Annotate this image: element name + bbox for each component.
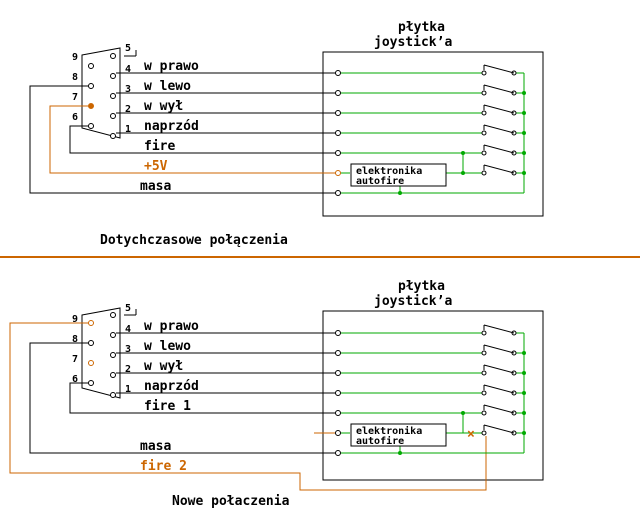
top-pin-7: 7 — [72, 92, 78, 103]
top-pin-5: 5 — [125, 43, 131, 54]
top-pin-4: 4 — [125, 64, 131, 75]
top-label-plus5v: +5V — [144, 159, 168, 174]
top-pin-8: 8 — [72, 72, 78, 83]
bottom-label-forward: naprzód — [144, 379, 199, 394]
top-autofire-box — [350, 163, 447, 187]
top-board-outline — [322, 51, 544, 217]
bottom-label-left: w lewo — [144, 339, 191, 354]
bottom-pin-7: 7 — [72, 354, 78, 365]
bottom-pin-3: 3 — [125, 344, 131, 355]
top-plus5v-wire — [49, 105, 336, 174]
top-label-right: w prawo — [144, 59, 199, 74]
bottom-pin-8: 8 — [72, 334, 78, 345]
bottom-pin-5: 5 — [125, 303, 131, 314]
bottom-autofire-label-2: autofire — [356, 435, 404, 447]
bottom-diagram: płytka joystick’a 5 4 3 2 1 9 8 7 6 — [9, 279, 544, 509]
bottom-board-outline — [322, 310, 544, 481]
bottom-label-up: w wył — [144, 359, 183, 374]
top-pin-1: 1 — [125, 124, 131, 135]
top-pin-9: 9 — [72, 52, 78, 63]
top-label-ground: masa — [140, 179, 171, 194]
bottom-board-label-2: joystick’a — [374, 294, 452, 309]
top-pin-6: 6 — [72, 112, 78, 123]
bottom-caption: Nowe połaczenia — [172, 494, 290, 509]
bottom-pin-9: 9 — [72, 314, 78, 325]
top-signal-wires — [29, 50, 336, 194]
bottom-pin-2: 2 — [125, 364, 131, 375]
bottom-pin-4: 4 — [125, 324, 131, 335]
bottom-cut-mark: × — [467, 427, 475, 442]
top-board-terminals — [335, 70, 341, 196]
bottom-pin-1: 1 — [125, 384, 131, 395]
bottom-signal-wires — [29, 309, 336, 454]
top-board-label-1: płytka — [398, 20, 445, 35]
top-switches — [481, 64, 517, 176]
top-board-label-2: joystick’a — [374, 35, 452, 50]
bottom-board-terminals — [335, 330, 341, 456]
bottom-autofire-label-1: elektronika — [356, 425, 422, 437]
top-pin-3: 3 — [125, 84, 131, 95]
top-label-up: w wył — [144, 99, 183, 114]
bottom-board-label-1: płytka — [398, 279, 445, 294]
top-pin-2: 2 — [125, 104, 131, 115]
bottom-label-fire2: fire 2 — [140, 459, 187, 474]
top-autofire-label-1: elektronika — [356, 165, 422, 177]
top-diagram: płytka joystick’a 5 4 3 2 1 9 8 7 6 — [29, 20, 544, 248]
top-db9-connector — [81, 47, 121, 139]
top-caption: Dotychczasowe połączenia — [100, 233, 288, 248]
top-label-fire: fire — [144, 139, 175, 154]
top-junctions — [398, 91, 526, 195]
bottom-pin-6: 6 — [72, 374, 78, 385]
bottom-label-right: w prawo — [144, 319, 199, 334]
top-label-forward: naprzód — [144, 119, 199, 134]
bottom-switches — [481, 324, 517, 436]
top-autofire-label-2: autofire — [356, 175, 404, 187]
top-connector-pins — [88, 53, 116, 139]
bottom-label-ground: masa — [140, 439, 171, 454]
bottom-fire2-wire — [9, 322, 487, 491]
bottom-junctions — [398, 351, 526, 455]
bottom-label-fire1: fire 1 — [144, 399, 191, 414]
bottom-autofire-box — [350, 423, 447, 447]
top-label-left: w lewo — [144, 79, 191, 94]
bottom-db9-connector — [81, 307, 121, 399]
bottom-connector-pins — [88, 312, 116, 398]
